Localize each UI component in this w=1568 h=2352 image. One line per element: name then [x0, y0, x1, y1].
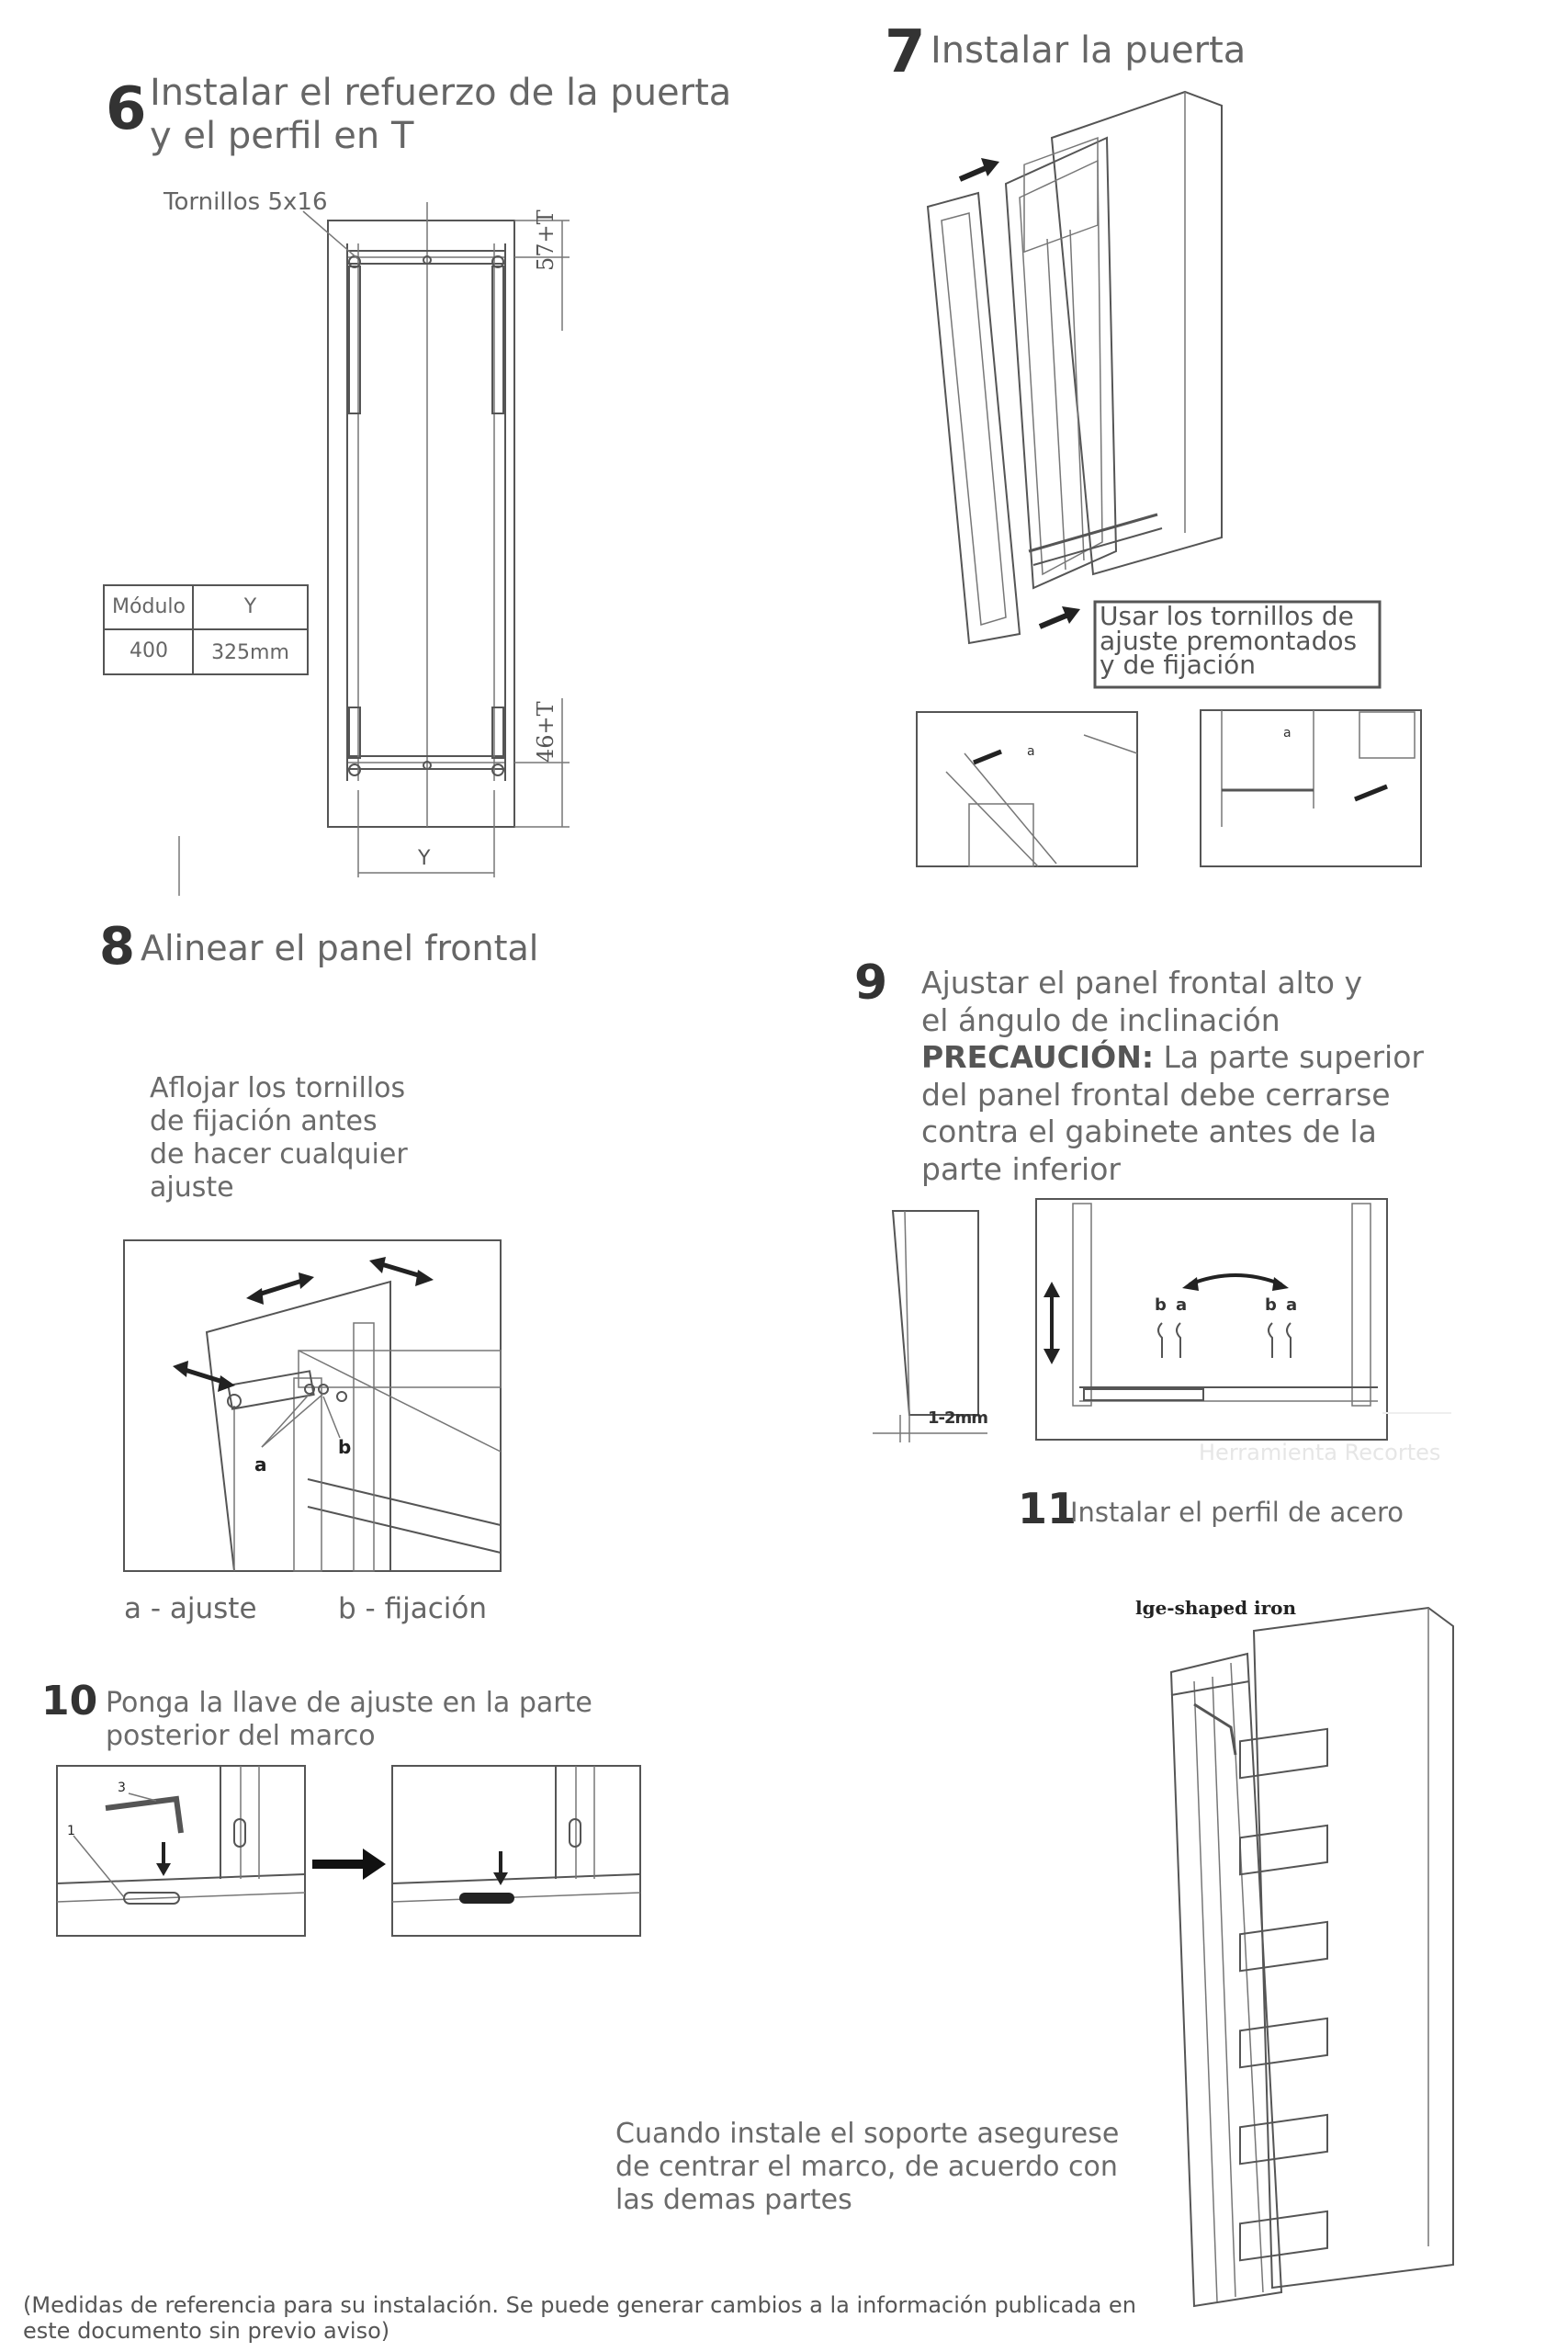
step-11-title: Instalar el perfil de acero	[1070, 1497, 1404, 1528]
step-6-title-line2: y el perfil en T	[150, 115, 414, 158]
adjust-key-drawing-before	[56, 1765, 306, 1937]
callout-adjust-screws: Usar los tornillos de ajuste premontados…	[1100, 601, 1358, 681]
step-number-6: 6	[106, 75, 147, 143]
detail-label-a-right: a	[1283, 726, 1292, 741]
adjust-key-drawing-after	[391, 1765, 641, 1937]
caution-label: PRECAUCIÓN:	[921, 1039, 1155, 1076]
table-header-y: Y	[243, 595, 257, 618]
legend-b: b - fijación	[338, 1592, 487, 1625]
step-9-line1: Ajustar el panel frontal alto y	[921, 965, 1362, 1001]
pantry-unit-drawing	[1169, 1606, 1454, 2308]
step-8-note-line3: de hacer cualquier	[150, 1138, 408, 1170]
step-9-caution-line: PRECAUCIÓN: La parte superior	[921, 1039, 1424, 1077]
dimension-bottom-label: 46+T	[533, 701, 558, 763]
step-8-note-line2: de fijación antes	[150, 1105, 378, 1137]
step-10-title: Ponga la llave de ajuste en la parte pos…	[106, 1687, 592, 1753]
table-header-module: Módulo	[112, 595, 186, 618]
diagram-label: lge-shaped iron	[1135, 1597, 1297, 1619]
label-b-left: b	[1155, 1295, 1167, 1315]
callout-line2: ajuste premontados	[1100, 625, 1358, 656]
step-number-9: 9	[854, 956, 888, 1011]
door-install-drawing	[916, 90, 1422, 867]
step-11-note-line2: de centrar el marco, de acuerdo con	[615, 2151, 1118, 2183]
footer-line1: (Medidas de referencia para su instalaci…	[23, 2292, 1136, 2318]
step-number-7: 7	[885, 18, 926, 86]
step-number-10: 10	[41, 1678, 98, 1724]
step-11-note-line1: Cuando instale el soporte asegurese	[615, 2118, 1120, 2150]
watermark: Herramienta Recortes	[1199, 1440, 1441, 1465]
step-number-11: 11	[1018, 1484, 1077, 1533]
adjust-panel-drawing	[873, 1198, 1451, 1442]
step-8-note-line4: ajuste	[150, 1171, 234, 1204]
callout-line1: Usar los tornillos de	[1100, 601, 1354, 631]
detail-label-a-left: a	[1027, 744, 1035, 759]
step-6-title-line1: Instalar el refuerzo de la puerta	[150, 72, 732, 114]
callout-line3: y de fijación	[1100, 650, 1256, 681]
dimension-top: 57+T	[533, 209, 558, 271]
step-10-title-line2: posterior del marco	[106, 1720, 376, 1752]
step-8-title: Alinear el panel frontal	[141, 928, 539, 968]
label-b-right: b	[1265, 1295, 1277, 1315]
caution-text: La parte superior	[1154, 1039, 1424, 1076]
label-b: b	[338, 1436, 352, 1458]
align-panel-drawing	[123, 1239, 502, 1572]
dimension-width: Y	[418, 847, 431, 870]
label-1: 1	[67, 1824, 75, 1838]
step-10-title-line1: Ponga la llave de ajuste en la parte	[106, 1687, 592, 1719]
step-number-8: 8	[99, 917, 135, 977]
gap-label: 1-2mm	[928, 1408, 988, 1428]
step-11-note: Cuando instale el soporte asegurese de c…	[615, 2118, 1119, 2217]
footer-disclaimer: (Medidas de referencia para su instalaci…	[23, 2292, 1136, 2344]
step-9-line5: contra el gabinete antes de la	[921, 1114, 1377, 1150]
step-8-note-line1: Aflojar los tornillos	[150, 1072, 406, 1104]
table-cell-module: 400	[130, 639, 168, 662]
label-3: 3	[118, 1781, 126, 1795]
step-11-note-line3: las demas partes	[615, 2184, 852, 2216]
table-cell-y: 325mm	[211, 641, 289, 664]
door-reinforcement-drawing	[178, 202, 570, 896]
legend-a: a - ajuste	[124, 1592, 257, 1625]
label-a-right: a	[1286, 1295, 1298, 1315]
step-9-line6: parte inferior	[921, 1150, 1121, 1187]
step-9-line4: del panel frontal debe cerrarse	[921, 1076, 1391, 1113]
module-table-grid	[103, 584, 309, 675]
footer-line2: este documento sin previo aviso)	[23, 2317, 390, 2344]
next-arrow-icon	[312, 1849, 386, 1880]
label-a-left: a	[1176, 1295, 1188, 1315]
screws-label: Tornillos 5x16	[164, 188, 328, 216]
step-8-note: Aflojar los tornillos de fijación antes …	[150, 1072, 408, 1204]
step-6-title: Instalar el refuerzo de la puerta y el p…	[150, 72, 731, 158]
step-9-text: Ajustar el panel frontal alto y el ángul…	[921, 965, 1424, 1188]
step-7-title: Instalar la puerta	[931, 29, 1247, 72]
label-a: a	[254, 1453, 267, 1476]
step-9-line2: el ángulo de inclinación	[921, 1001, 1280, 1038]
